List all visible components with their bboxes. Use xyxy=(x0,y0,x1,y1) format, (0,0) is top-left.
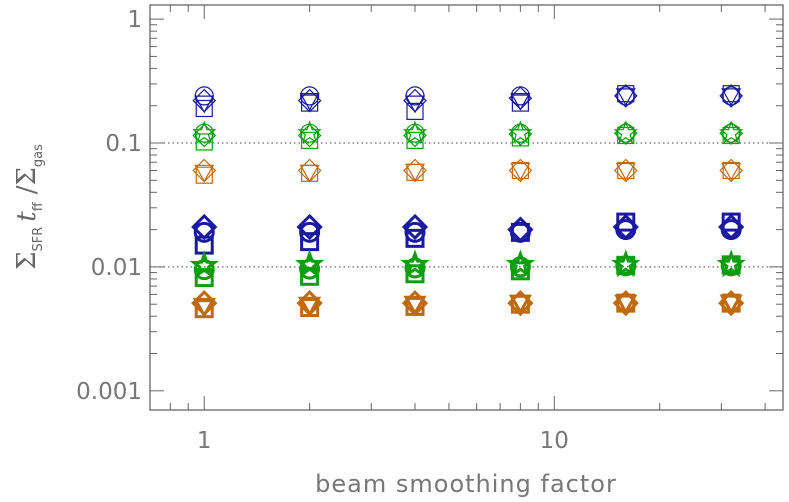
x-tick-label: 1 xyxy=(197,428,212,454)
marker-blue-thin-triangle-down xyxy=(194,95,215,114)
marker-orange-thick-triangle-down xyxy=(508,294,532,316)
marker-orange-thin-triangle-down xyxy=(721,162,742,181)
marker-blue-thin-square xyxy=(195,99,213,118)
marker-green-thin-diamond xyxy=(297,123,322,148)
marker-orange-thin-triangle-down xyxy=(194,164,215,183)
marker-blue-thin-square xyxy=(617,85,635,103)
marker-blue-thin-triangle-down xyxy=(404,95,426,114)
y-tick-label: 0.001 xyxy=(76,379,142,405)
plot-frame xyxy=(149,4,784,411)
marker-green-thin-diamond xyxy=(719,121,744,146)
marker-orange-thin-square xyxy=(406,163,424,181)
marker-green-thin-diamond xyxy=(613,121,638,146)
marker-green-thin-star xyxy=(297,120,322,144)
marker-green-thick-circle xyxy=(720,255,742,277)
marker-green-thick-circle xyxy=(193,259,215,281)
marker-green-thin-diamond xyxy=(192,123,217,148)
marker-green-thin-square xyxy=(195,133,213,151)
marker-blue-thin-circle xyxy=(300,86,320,106)
y-tick-label: 0.1 xyxy=(105,131,142,157)
marker-green-thin-circle xyxy=(721,123,741,143)
marker-green-thin-diamond xyxy=(508,122,533,146)
ylabel-sub-sfr: SFR xyxy=(31,227,46,252)
marker-green-thick-circle xyxy=(404,257,426,279)
svg-text:ΣSFRtff/Σgas: ΣSFRtff/Σgas xyxy=(12,144,46,270)
marker-green-thin-star xyxy=(402,120,428,144)
marker-orange-thick-triangle-down xyxy=(403,295,427,317)
marker-green-thin-star xyxy=(192,120,217,144)
ylabel-t: t xyxy=(12,211,42,222)
marker-orange-thin-triangle-down xyxy=(510,162,531,181)
marker-blue-thin-triangle-down xyxy=(615,88,636,107)
marker-green-thin-circle xyxy=(616,123,636,143)
marker-blue-thin-triangle-down xyxy=(510,92,531,111)
ylabel-slash: / xyxy=(12,185,42,194)
marker-blue-thick-diamond xyxy=(401,213,429,241)
marker-orange-thick-triangle-down xyxy=(719,294,743,316)
marker-blue-thin-square xyxy=(406,102,424,120)
marker-blue-thin-triangle-down xyxy=(299,92,320,111)
marker-green-thick-circle xyxy=(509,256,531,278)
marker-blue-thick-square xyxy=(510,222,530,242)
x-axis-label: beam smoothing factor xyxy=(315,470,617,498)
marker-green-thick-circle xyxy=(299,258,321,280)
marker-blue-thin-square xyxy=(722,85,740,103)
marker-orange-thin-triangle-down xyxy=(404,163,426,182)
ylabel-sub-ff: ff xyxy=(31,201,46,211)
data-markers xyxy=(189,84,746,319)
ylabel-sigma-2: Σ xyxy=(12,167,42,185)
ylabel-sub-gas: gas xyxy=(31,144,46,167)
marker-orange-thick-triangle-down xyxy=(298,296,322,318)
marker-orange-thin-square xyxy=(195,166,213,184)
marker-green-thin-diamond xyxy=(403,123,427,148)
marker-green-thick-circle xyxy=(615,255,637,277)
reference-lines xyxy=(150,142,783,268)
marker-blue-thick-square xyxy=(405,228,425,248)
marker-blue-thick-diamond xyxy=(296,213,323,241)
axes: 0.001 0.01 0.1 1 1 10 xyxy=(76,5,783,454)
y-tick-label: 1 xyxy=(127,7,142,33)
marker-orange-thin-square xyxy=(301,164,319,182)
marker-blue-thin-square xyxy=(301,94,319,112)
marker-orange-thin-triangle-down xyxy=(615,162,636,181)
marker-orange-thin-triangle-down xyxy=(299,164,320,183)
x-tick-label: 10 xyxy=(540,428,569,454)
marker-green-thin-square xyxy=(301,131,319,149)
marker-blue-thick-square xyxy=(616,212,636,232)
ylabel-sigma: Σ xyxy=(12,251,42,269)
marker-orange-thick-triangle-down xyxy=(614,294,638,316)
marker-green-thin-circle xyxy=(510,123,530,143)
marker-orange-thick-triangle-down xyxy=(192,297,216,319)
marker-green-thin-square xyxy=(406,131,424,149)
marker-green-thick-square xyxy=(300,266,320,286)
y-tick-label: 0.01 xyxy=(91,255,142,281)
y-axis-label: ΣSFRtff/Σgas xyxy=(12,144,46,270)
marker-blue-thin-triangle-down xyxy=(721,88,742,107)
marker-blue-thick-square xyxy=(721,212,741,232)
marker-blue-thick-circle xyxy=(193,221,215,243)
marker-green-thick-square xyxy=(194,268,214,288)
marker-blue-thin-square xyxy=(511,94,529,112)
